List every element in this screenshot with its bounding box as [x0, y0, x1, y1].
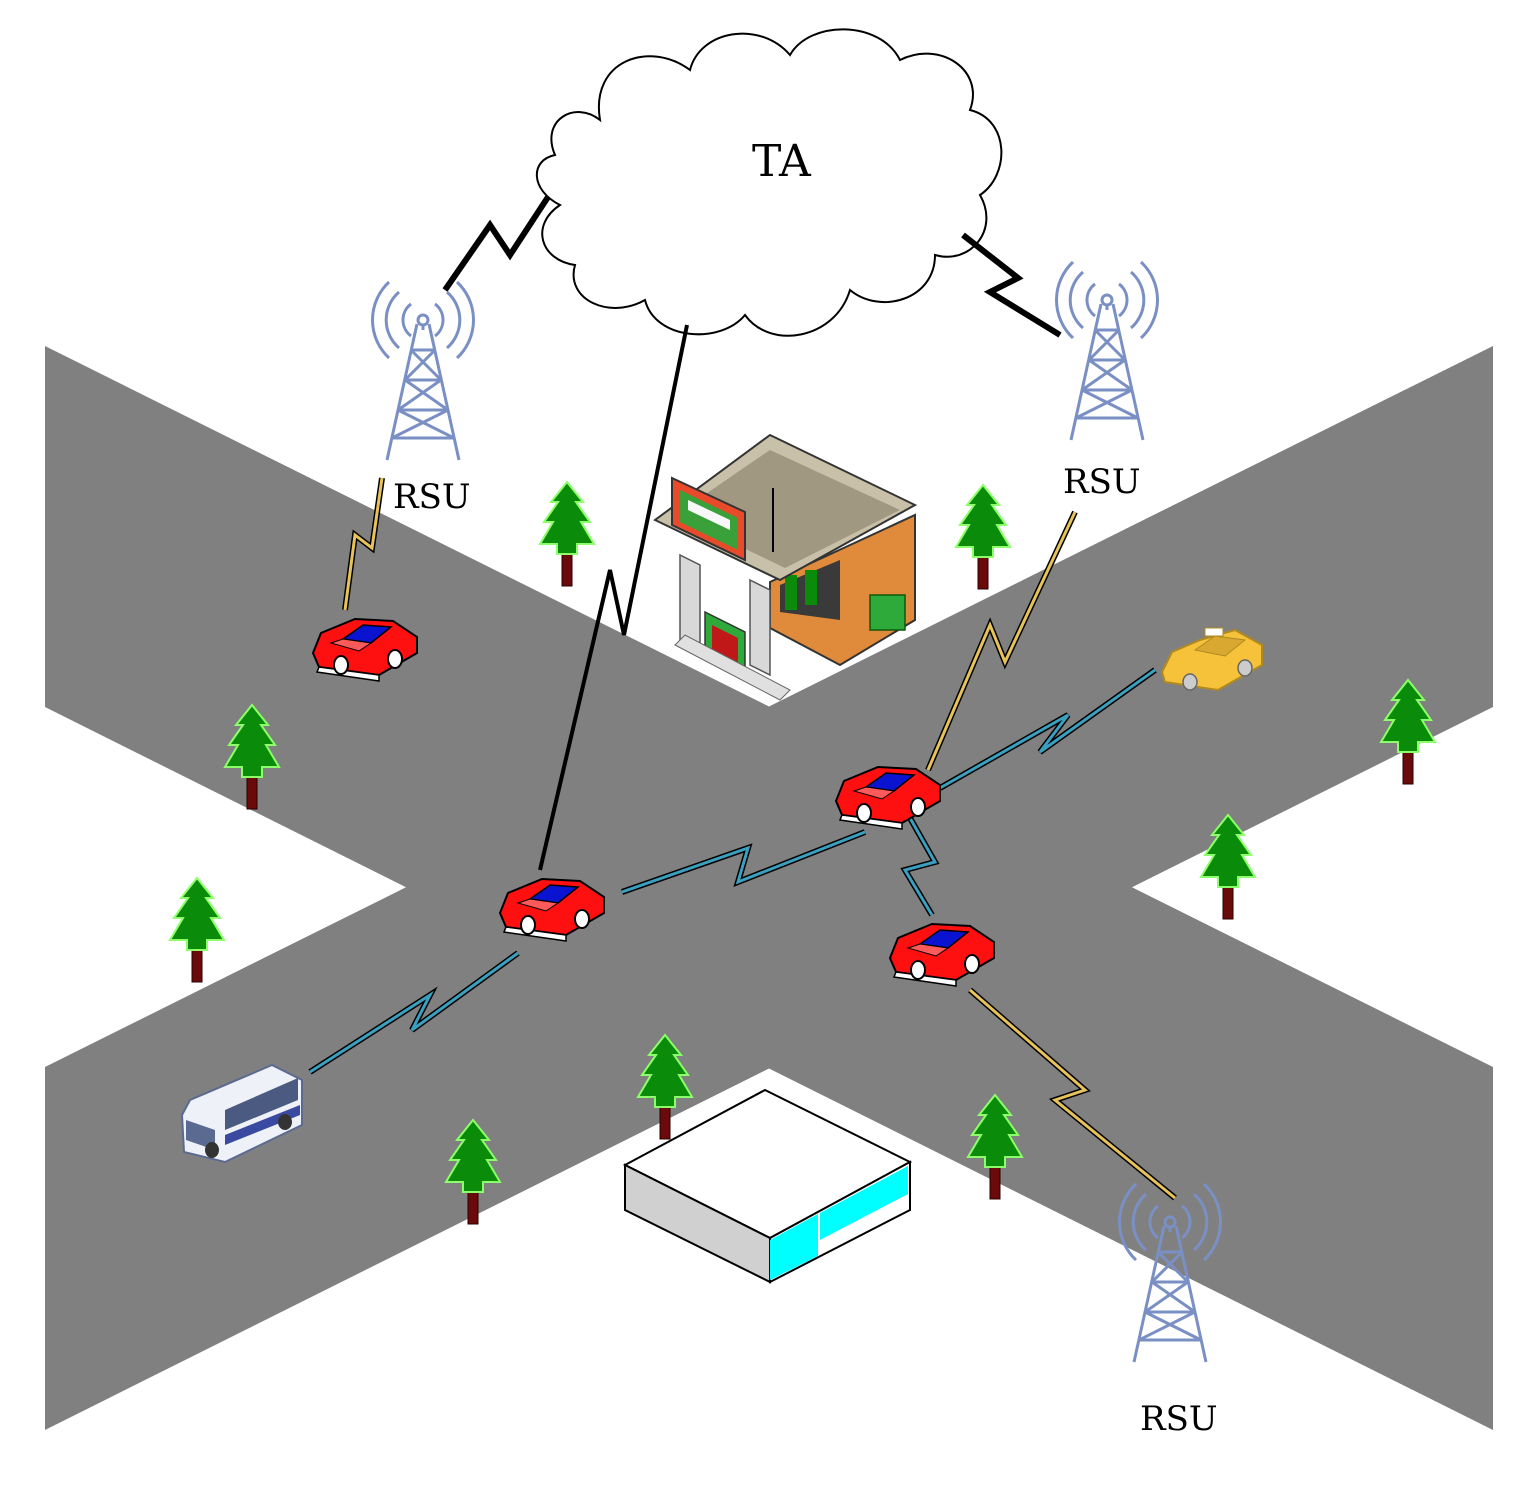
ta-label: TA	[752, 136, 811, 187]
cloud-icon	[535, 28, 1003, 337]
building-icon	[622, 1088, 913, 1284]
link-rsu-car-left-inner	[343, 477, 384, 611]
link-rsu-car-right-inner	[926, 511, 1077, 771]
link-ta-rsu-right	[961, 232, 1062, 338]
v2v-links	[308, 667, 1157, 1075]
rsu-label-right: RSU	[1063, 462, 1141, 502]
bus-icon	[180, 1063, 303, 1164]
road-center-fill	[405, 707, 1130, 1070]
tree-icon	[955, 484, 1011, 590]
tree-icon	[169, 877, 225, 983]
rsu-tower-icon-left	[370, 280, 476, 462]
rsu-tower-icon-right	[1054, 260, 1160, 442]
taxi-icon	[1160, 627, 1263, 692]
rsu-label-bottom: RSU	[1140, 1399, 1218, 1439]
gas-station-icon	[653, 433, 918, 701]
link-ta-car	[538, 324, 689, 871]
rsu-label-left: RSU	[393, 477, 471, 517]
link-rsu-car-bottom-inner	[969, 988, 1176, 1200]
tree-icon	[539, 481, 595, 587]
link-ta-rsu-left	[442, 195, 551, 292]
